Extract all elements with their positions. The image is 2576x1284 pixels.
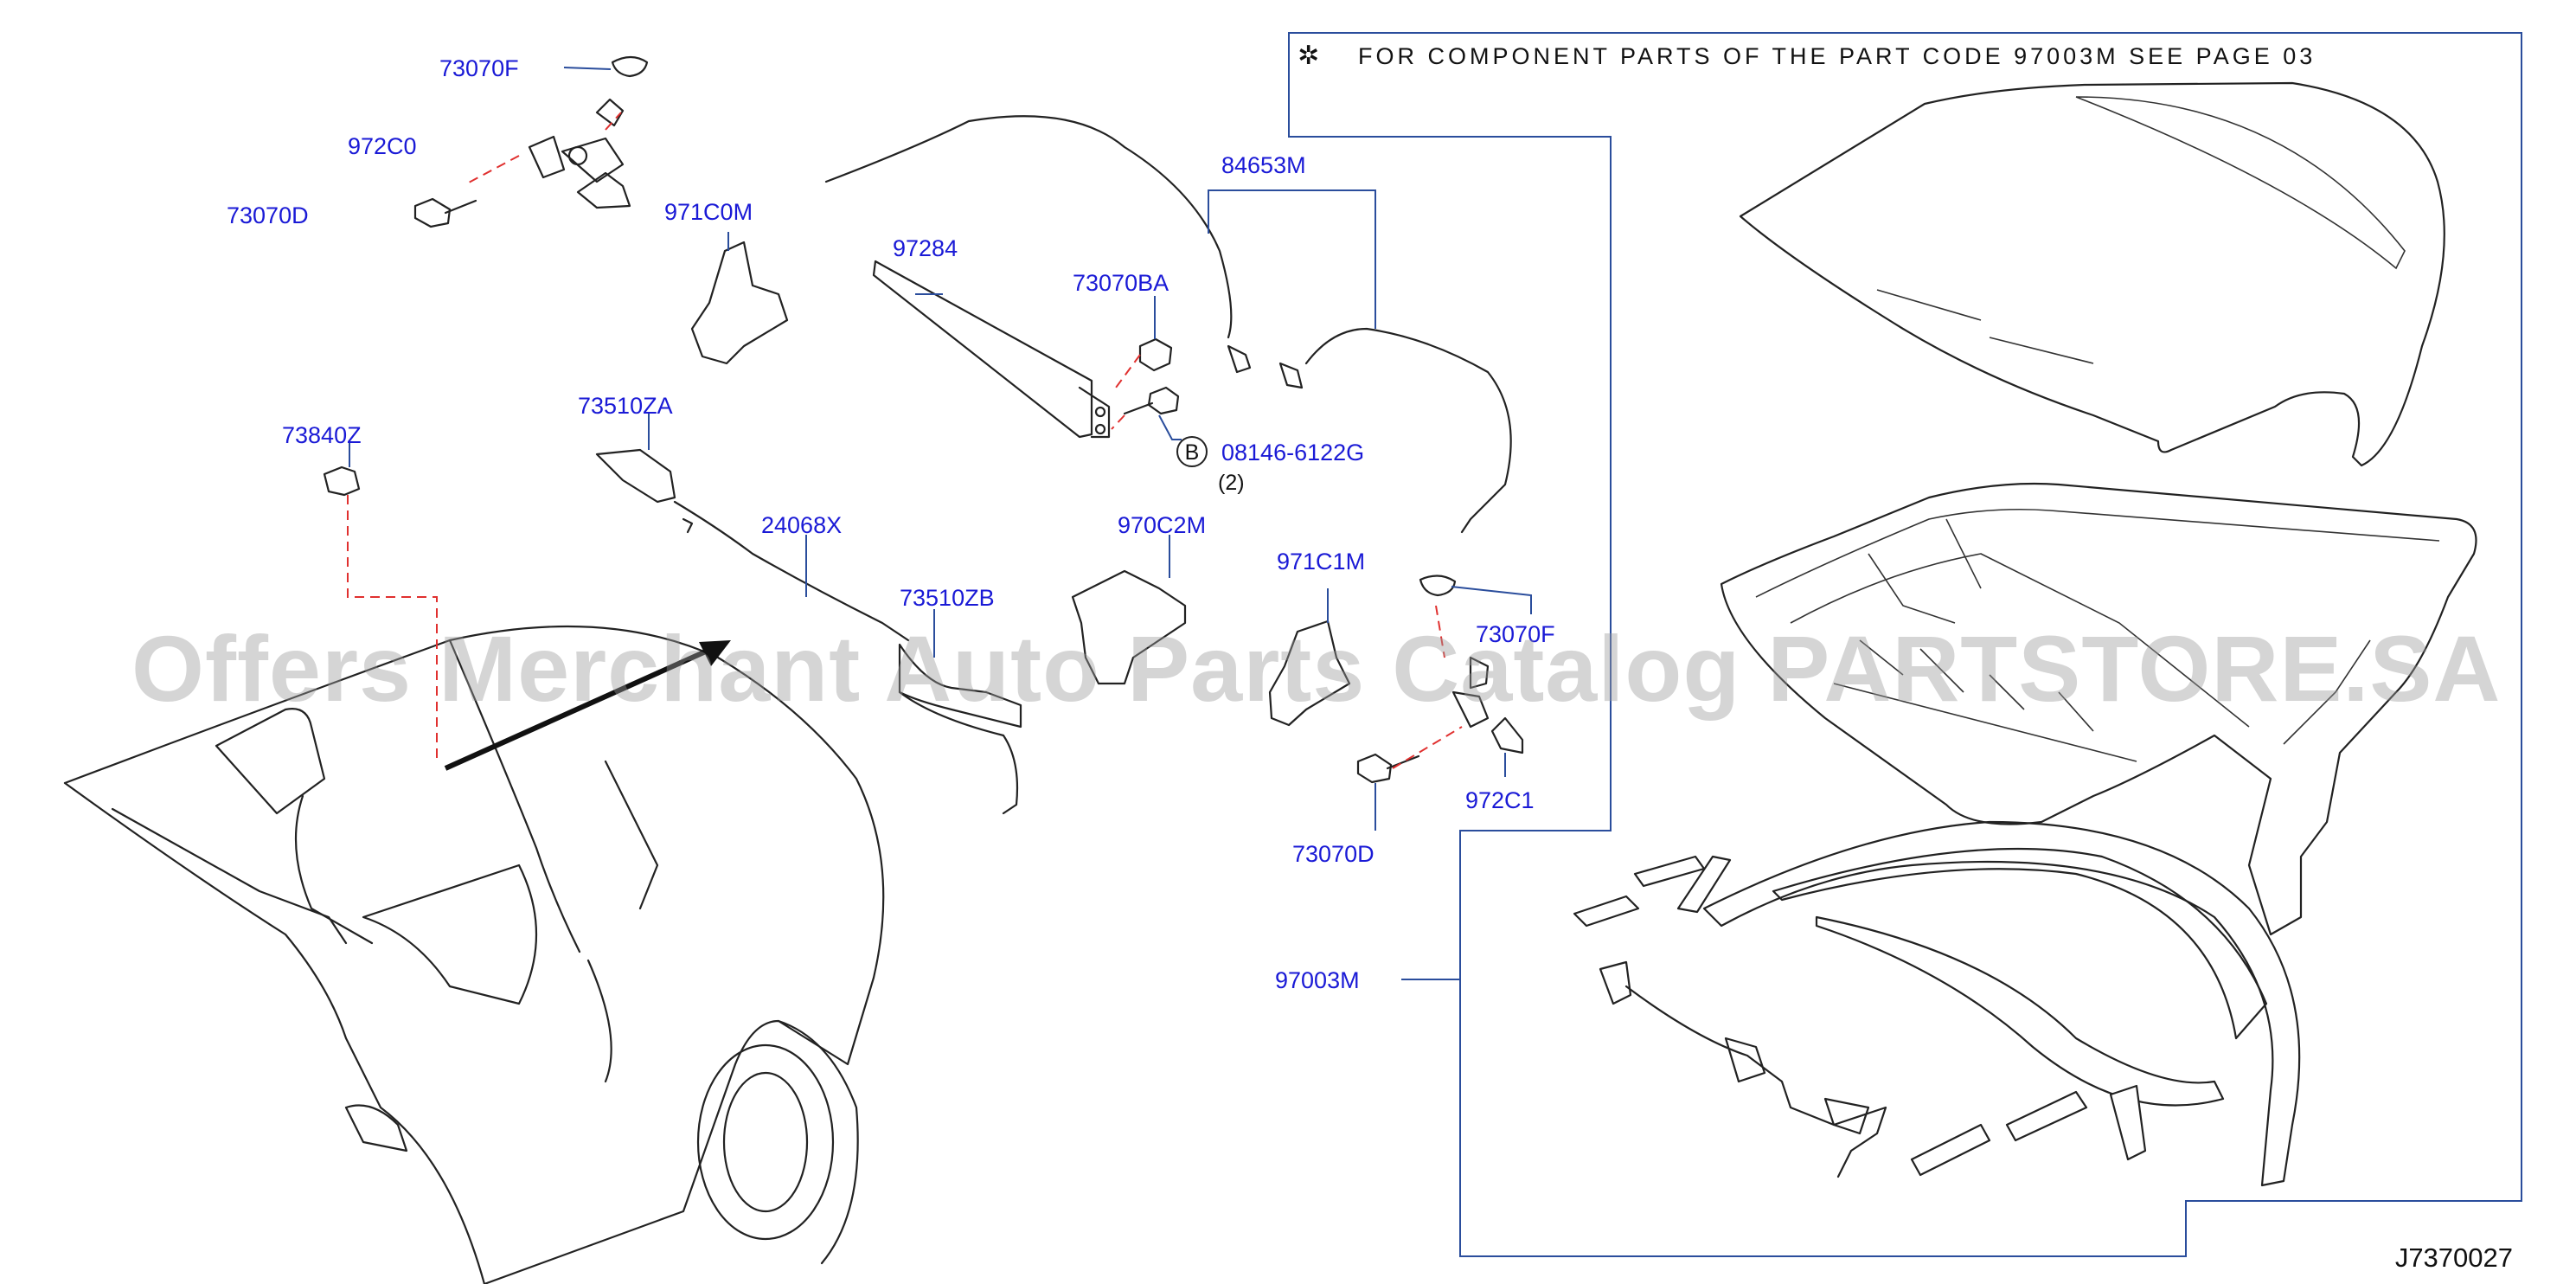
label-971c0m: 971C0M [664,199,753,225]
latch-972c1 [1451,656,1524,754]
label-971c1m: 971C1M [1277,549,1365,575]
location-arrow [444,640,731,771]
reference-b: B [1176,436,1208,467]
label-73070ba: 73070BA [1073,270,1169,296]
bracket-971c1m [1268,620,1351,727]
assembly-guides [347,112,1463,769]
clip-73070f-top [611,55,649,78]
cable-84653m [824,115,1512,534]
car-body [63,625,885,1284]
note-symbol-icon: ✲ [1298,41,1319,71]
bracket-73510zb [898,643,1022,815]
bolt-08146-6122g [1123,386,1180,415]
nut-73070ba [1138,337,1173,372]
label-73840z: 73840Z [282,422,362,448]
bracket-73510za [595,448,676,504]
latch-972c0 [528,98,631,209]
leader-lines [349,67,1532,980]
label-970c2m: 970C2M [1118,512,1206,538]
label-08146-6122g: 08146-6122G [1221,440,1364,465]
panel-97284 [872,260,1111,439]
watermark: Offers Merchant Auto Parts Catalog PARTS… [131,616,2501,721]
component-frame [1288,32,2522,1257]
note-text: FOR COMPONENT PARTS OF THE PART CODE 970… [1358,43,2316,69]
component-note: ✲ FOR COMPONENT PARTS OF THE PART CODE 9… [1298,41,2316,71]
label-08146-qty: (2) [1218,471,1245,495]
label-97003m: 97003M [1275,967,1360,993]
clip-73840z [323,465,361,497]
label-972c0: 972C0 [348,133,417,159]
label-73070d-top: 73070D [227,202,309,228]
label-73510zb: 73510ZB [900,585,995,611]
label-73510za: 73510ZA [578,393,673,419]
label-73070f-right: 73070F [1476,621,1555,647]
bolt-73070d-bottom [1356,753,1420,784]
label-972c1: 972C1 [1465,787,1535,813]
rear-latch-mechanism [1599,960,1887,1178]
soft-top-cover [1739,81,2445,467]
reference-b-letter: B [1185,440,1200,465]
label-97284: 97284 [893,235,958,261]
label-73070f-top: 73070F [439,55,519,81]
bolt-73070d-top [413,197,477,228]
label-84653m: 84653M [1221,152,1306,178]
label-73070d-bottom: 73070D [1292,841,1375,867]
roof-frame [1720,482,2477,936]
rear-rail-assembly [1573,820,2301,1187]
bracket-971c0m [690,241,789,365]
bracket-970c2m [1071,569,1187,685]
clip-73070f-right [1419,575,1457,597]
label-24068x: 24068X [761,512,842,538]
diagram-code: J7370027 [2395,1242,2513,1273]
harness-24068x [673,500,910,642]
